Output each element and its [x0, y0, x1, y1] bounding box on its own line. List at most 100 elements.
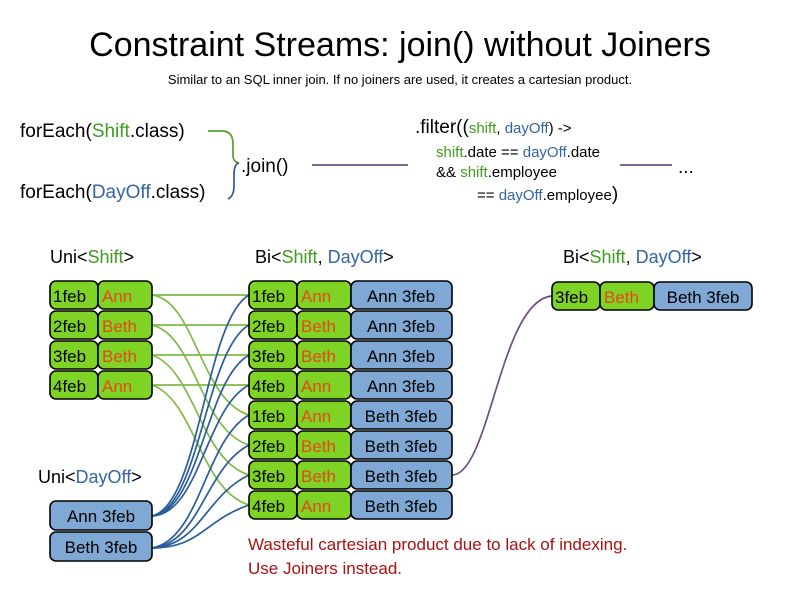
heading-uni-dayoff: Uni<DayOff> — [38, 467, 142, 487]
filter-param-shift: shift — [469, 120, 497, 137]
shift-date-label: 2feb — [53, 317, 86, 336]
filter-line-1: .filter((shift, dayOff) -> — [415, 117, 572, 138]
cartesian-dayoff-label: Ann 3feb — [367, 317, 435, 336]
foreach-shift-type: Shift — [92, 121, 131, 142]
result-employee-label: Beth — [604, 288, 639, 307]
cartesian-date-label: 1feb — [252, 287, 285, 306]
heading-bi-middle-comma: , — [318, 247, 328, 267]
result-dayoff-label: Beth 3feb — [667, 288, 740, 307]
shift-employee-label: Ann — [102, 287, 132, 306]
heading-bi-right-prefix: Bi< — [563, 247, 590, 267]
shift-row[interactable]: 2feb Beth — [49, 310, 153, 340]
heading-uni-shift: Uni<Shift> — [50, 247, 134, 267]
heading-bi-middle-prefix: Bi< — [255, 247, 282, 267]
result-row[interactable]: 3feb Beth Beth 3feb — [551, 281, 753, 311]
heading-uni-shift-suffix: > — [124, 247, 135, 267]
heading-bi-middle-type-a: Shift — [282, 247, 318, 267]
heading-bi-right-type-b: DayOff — [636, 247, 693, 267]
heading-bi-right-suffix: > — [691, 247, 702, 267]
cartesian-employee-label: Ann — [301, 287, 331, 306]
foreach-dayoff-type: DayOff — [92, 182, 152, 203]
shift-employee-cell — [97, 310, 153, 340]
filter-line4-end: .employee — [543, 187, 612, 204]
dayoff-row[interactable]: Ann 3feb — [49, 500, 153, 531]
heading-bi-right-comma: , — [626, 247, 636, 267]
dayoff-label: Ann 3feb — [67, 507, 135, 526]
shift-date-label: 4feb — [53, 377, 86, 396]
filter-line4-close: ) — [612, 184, 618, 205]
pipeline-ellipsis: ... — [678, 157, 694, 178]
page-title: Constraint Streams: join() without Joine… — [89, 26, 711, 64]
bi-result-box-list: 3feb Beth Beth 3feb — [551, 281, 753, 311]
cartesian-dayoff-cell — [350, 310, 453, 340]
dayoff-cell — [49, 500, 153, 531]
dayoff-label: Beth 3feb — [65, 538, 138, 557]
page-subtitle: Similar to an SQL inner join. If no join… — [168, 72, 632, 87]
foreach-dayoff-statement: forEach(DayOff.class) — [20, 182, 206, 203]
filter-line2-end: .date — [567, 144, 600, 161]
filter-param-comma: , — [496, 120, 504, 137]
dayoff-row[interactable]: Beth 3feb — [49, 531, 153, 562]
heading-bi-middle-suffix: > — [383, 247, 394, 267]
shift-employee-cell — [97, 370, 153, 400]
shift-date-label: 1feb — [53, 287, 86, 306]
cartesian-dayoff-cell — [350, 400, 453, 430]
heading-uni-dayoff-prefix: Uni< — [38, 467, 76, 487]
heading-uni-shift-type: Shift — [88, 247, 124, 267]
filter-line3-and: && — [436, 164, 460, 181]
cartesian-date-label: 2feb — [252, 437, 285, 456]
connector-group-dayoff — [151, 294, 250, 549]
foreach-dayoff-suffix: .class) — [151, 182, 206, 203]
warning-line-1: Wasteful cartesian product due to lack o… — [248, 535, 627, 554]
cartesian-dayoff-label: Ann 3feb — [367, 347, 435, 366]
shift-date-label: 3feb — [53, 347, 86, 366]
cartesian-dayoff-label: Beth 3feb — [365, 407, 438, 426]
cartesian-dayoff-cell — [350, 490, 453, 520]
cartesian-dayoff-cell — [350, 280, 453, 310]
result-date-label: 3feb — [555, 288, 588, 307]
filter-line2-dayoff: dayOff — [523, 144, 568, 161]
cartesian-employee-label: Beth — [301, 347, 336, 366]
filter-param-dayoff: dayOff — [505, 120, 550, 137]
filter-line3-end: .employee — [488, 164, 557, 181]
cartesian-dayoff-cell — [350, 370, 453, 400]
brace-dayoff-to-join — [227, 162, 240, 200]
heading-uni-dayoff-type: DayOff — [76, 467, 133, 487]
cartesian-date-label: 4feb — [252, 497, 285, 516]
filter-line-3: && shift.employee — [436, 164, 557, 181]
join-label: .join() — [241, 156, 289, 177]
cartesian-date-label: 1feb — [252, 407, 285, 426]
warning-line-2: Use Joiners instead. — [248, 559, 402, 578]
filter-line-2: shift.date == dayOff.date — [436, 144, 600, 161]
cartesian-dayoff-label: Beth 3feb — [365, 467, 438, 486]
foreach-shift-suffix: .class) — [130, 121, 185, 142]
brace-shift-to-join — [208, 130, 240, 164]
cartesian-dayoff-label: Beth 3feb — [365, 497, 438, 516]
filter-line4-eq: == — [477, 187, 499, 204]
shift-employee-cell — [97, 340, 153, 370]
shift-employee-label: Beth — [102, 317, 137, 336]
cartesian-employee-label: Beth — [301, 467, 336, 486]
filter-line3-shift: shift — [460, 164, 488, 181]
shift-row[interactable]: 1feb Ann — [49, 280, 153, 310]
cartesian-employee-label: Beth — [301, 437, 336, 456]
foreach-dayoff-prefix: forEach( — [20, 182, 92, 203]
connector-result — [451, 295, 553, 476]
cartesian-dayoff-cell — [350, 340, 453, 370]
foreach-shift-statement: forEach(Shift.class) — [20, 121, 185, 142]
cartesian-date-label: 2feb — [252, 317, 285, 336]
filter-line-4: == dayOff.employee) — [477, 184, 618, 205]
